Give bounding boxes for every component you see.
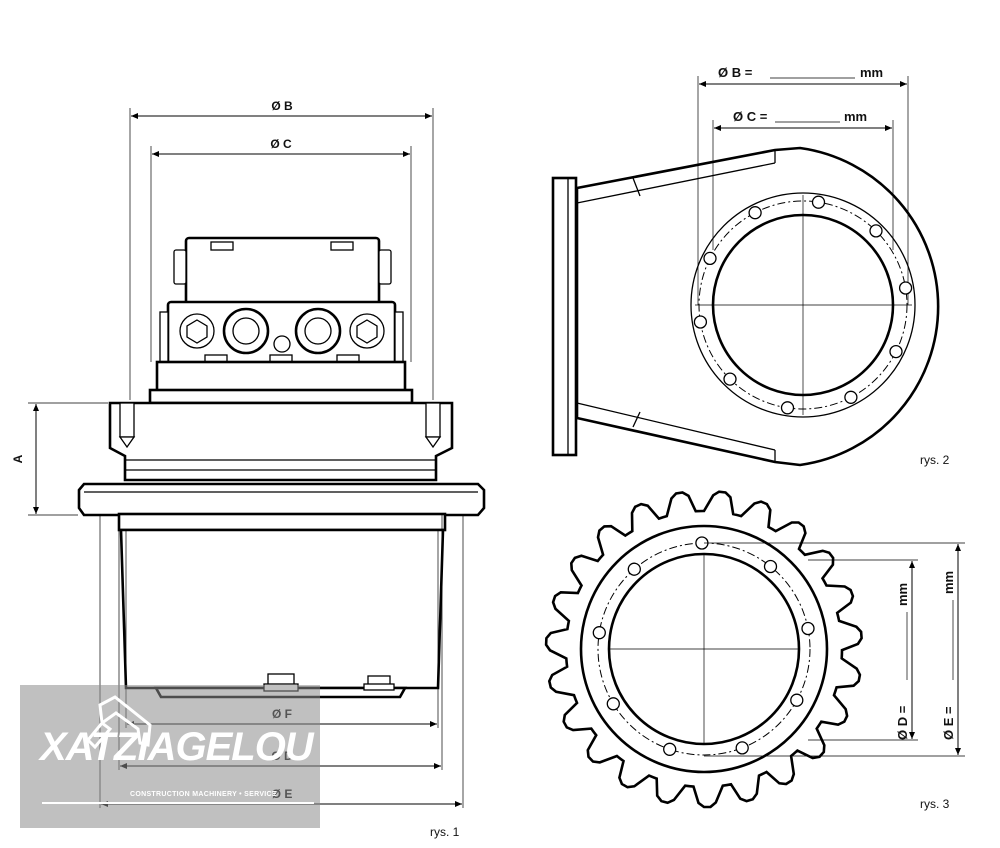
dim-b2-label: Ø B = — [718, 65, 753, 80]
frame-bolt-hole — [703, 251, 717, 266]
housing-collar — [117, 512, 447, 532]
frame-bolt-hole — [748, 206, 762, 220]
sprocket-bolt-hole — [627, 562, 641, 576]
sprocket-bolt-hole — [735, 741, 749, 755]
sprocket-bolt-holes — [592, 536, 815, 756]
sprocket-bolt-hole — [763, 559, 778, 574]
hub-flange — [77, 482, 486, 517]
logo-name: XATZIAGELOU — [40, 725, 314, 769]
frame-bolt-hole — [889, 344, 903, 359]
company-logo: XATZIAGELOU CONSTRUCTION MACHINERY • SER… — [20, 685, 320, 828]
dim-e3-unit: mm — [941, 571, 956, 594]
frame-bolt-hole — [844, 390, 858, 404]
figure-3-sprocket-view: Ø D = mm Ø E = mm rys. 3 — [544, 195, 965, 811]
figure-3-caption: rys. 3 — [920, 797, 950, 811]
frame-bolt-holes — [693, 195, 913, 415]
sprocket-bolt-hole — [801, 621, 815, 636]
figure-2-caption: rys. 2 — [920, 453, 950, 467]
motor-base — [155, 360, 407, 394]
dim-a-label: A — [11, 454, 25, 463]
frame-bolt-hole — [898, 281, 913, 295]
logo-tagline: CONSTRUCTION MACHINERY • SERVICE — [130, 791, 277, 798]
housing — [119, 528, 445, 690]
dim-b2-unit: mm — [860, 65, 883, 80]
dim-c2-label: Ø C = — [733, 109, 768, 124]
dim-c-label: Ø C — [270, 137, 292, 151]
frame-bolt-hole — [869, 224, 883, 238]
figure-1-caption: rys. 1 — [430, 825, 460, 839]
dim-e3-label: Ø E = — [941, 706, 956, 740]
excavator-icon — [85, 695, 152, 750]
frame-bolt-hole — [780, 401, 795, 415]
motor-flange — [148, 388, 414, 405]
sprocket-bolt-hole — [606, 697, 620, 711]
dim-b-label: Ø B — [271, 99, 293, 113]
frame-bolt-hole — [693, 315, 708, 329]
dim-d3-label: Ø D = — [895, 705, 910, 740]
sprocket-bolt-hole — [790, 693, 804, 707]
figure-2-frame-view: Ø B = mm Ø C = mm rys. 2 — [551, 65, 950, 467]
frame-bolt-hole — [723, 372, 737, 386]
figure-1-side-view: Ø B Ø C — [11, 99, 486, 839]
mounting-flange — [108, 401, 454, 482]
logo-divider — [42, 802, 314, 804]
dim-c2-unit: mm — [844, 109, 867, 124]
frame-bolt-hole — [811, 195, 826, 209]
dim-d3-unit: mm — [895, 583, 910, 606]
frame-plate — [551, 176, 578, 457]
sprocket-bolt-hole — [592, 626, 606, 640]
sprocket-bolt-hole — [663, 742, 677, 756]
